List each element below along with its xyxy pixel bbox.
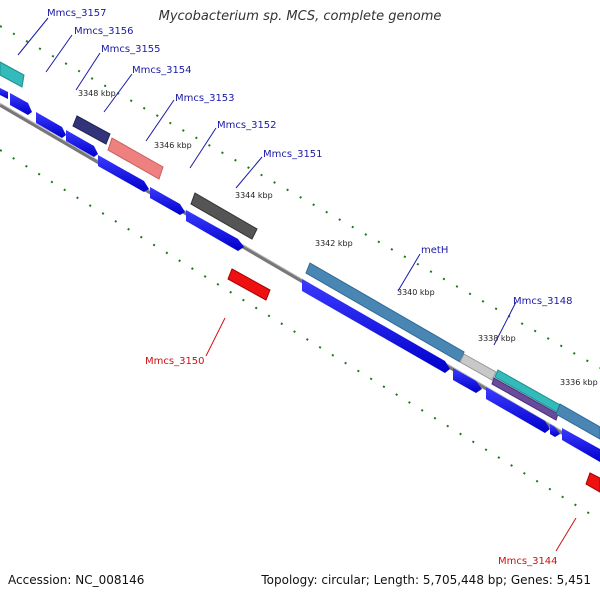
gene-box-purple[interactable] <box>491 377 559 421</box>
cds-arrow[interactable] <box>562 428 600 462</box>
gene-box-mmcs-3157[interactable] <box>0 61 25 88</box>
gene-label-mmcs-3144[interactable]: Mmcs_3144 <box>498 556 558 567</box>
cds-arrow[interactable] <box>186 210 244 251</box>
gene-label-mmcs-3156[interactable]: Mmcs_3156 <box>74 26 134 37</box>
tick-label: 3336 kbp <box>560 378 598 387</box>
gene-label-mmcs-3154[interactable]: Mmcs_3154 <box>132 65 192 76</box>
accession-text: Accession: NC_008146 <box>8 573 145 587</box>
cds-arrow[interactable] <box>10 93 32 115</box>
cds-arrow[interactable] <box>0 88 8 99</box>
gene-box-mmcs-3153[interactable] <box>107 137 164 180</box>
topology-text: Topology: circular; Length: 5,705,448 bp… <box>261 573 591 587</box>
gene-label-mmcs-3157[interactable]: Mmcs_3157 <box>47 8 107 19</box>
gene-label-meth[interactable]: metH <box>421 245 448 256</box>
gene-label-mmcs-3151[interactable]: Mmcs_3151 <box>263 149 323 160</box>
kbp-labels: 3348 kbp 3346 kbp 3344 kbp 3342 kbp 3340… <box>78 89 598 387</box>
tick-row-outer <box>0 25 600 369</box>
gene-label-mmcs-3152[interactable]: Mmcs_3152 <box>217 120 277 131</box>
gene-label-mmcs-3148[interactable]: Mmcs_3148 <box>513 296 573 307</box>
gene-box-steelblue-2[interactable] <box>555 403 600 440</box>
callout-lines <box>17 17 577 552</box>
gene-box-mmcs-3144[interactable] <box>585 472 600 493</box>
gene-box-mmcs-3154[interactable] <box>72 115 111 145</box>
gene-box-mmcs-3151[interactable] <box>190 192 258 240</box>
cds-track <box>0 88 600 462</box>
cds-arrow[interactable] <box>486 387 550 433</box>
cds-arrow[interactable] <box>453 368 482 393</box>
gene-labels: Mmcs_3157 Mmcs_3156 Mmcs_3155 Mmcs_3154 … <box>47 8 573 567</box>
tick-label: 3348 kbp <box>78 89 116 98</box>
cds-arrow[interactable] <box>150 187 185 215</box>
gene-box-meth[interactable] <box>305 262 465 363</box>
cds-arrow[interactable] <box>36 112 66 138</box>
map-title: Mycobacterium sp. MCS, complete genome <box>158 9 442 24</box>
tick-label: 3342 kbp <box>315 239 353 248</box>
gene-label-mmcs-3150[interactable]: Mmcs_3150 <box>145 356 205 367</box>
gene-label-mmcs-3153[interactable]: Mmcs_3153 <box>175 93 235 104</box>
cds-arrow[interactable] <box>302 279 450 373</box>
gene-box-mmcs-3150[interactable] <box>227 268 271 301</box>
cds-arrow[interactable] <box>550 424 560 437</box>
gene-box-mmcs-3148[interactable] <box>459 353 497 381</box>
cds-arrow[interactable] <box>98 155 149 192</box>
gene-label-mmcs-3155[interactable]: Mmcs_3155 <box>101 44 161 55</box>
tick-label: 3340 kbp <box>397 288 435 297</box>
gene-track <box>0 61 600 440</box>
tick-label: 3344 kbp <box>235 191 273 200</box>
tick-label: 3338 kbp <box>478 334 516 343</box>
tick-label: 3346 kbp <box>154 141 192 150</box>
cds-arrow[interactable] <box>66 130 98 157</box>
